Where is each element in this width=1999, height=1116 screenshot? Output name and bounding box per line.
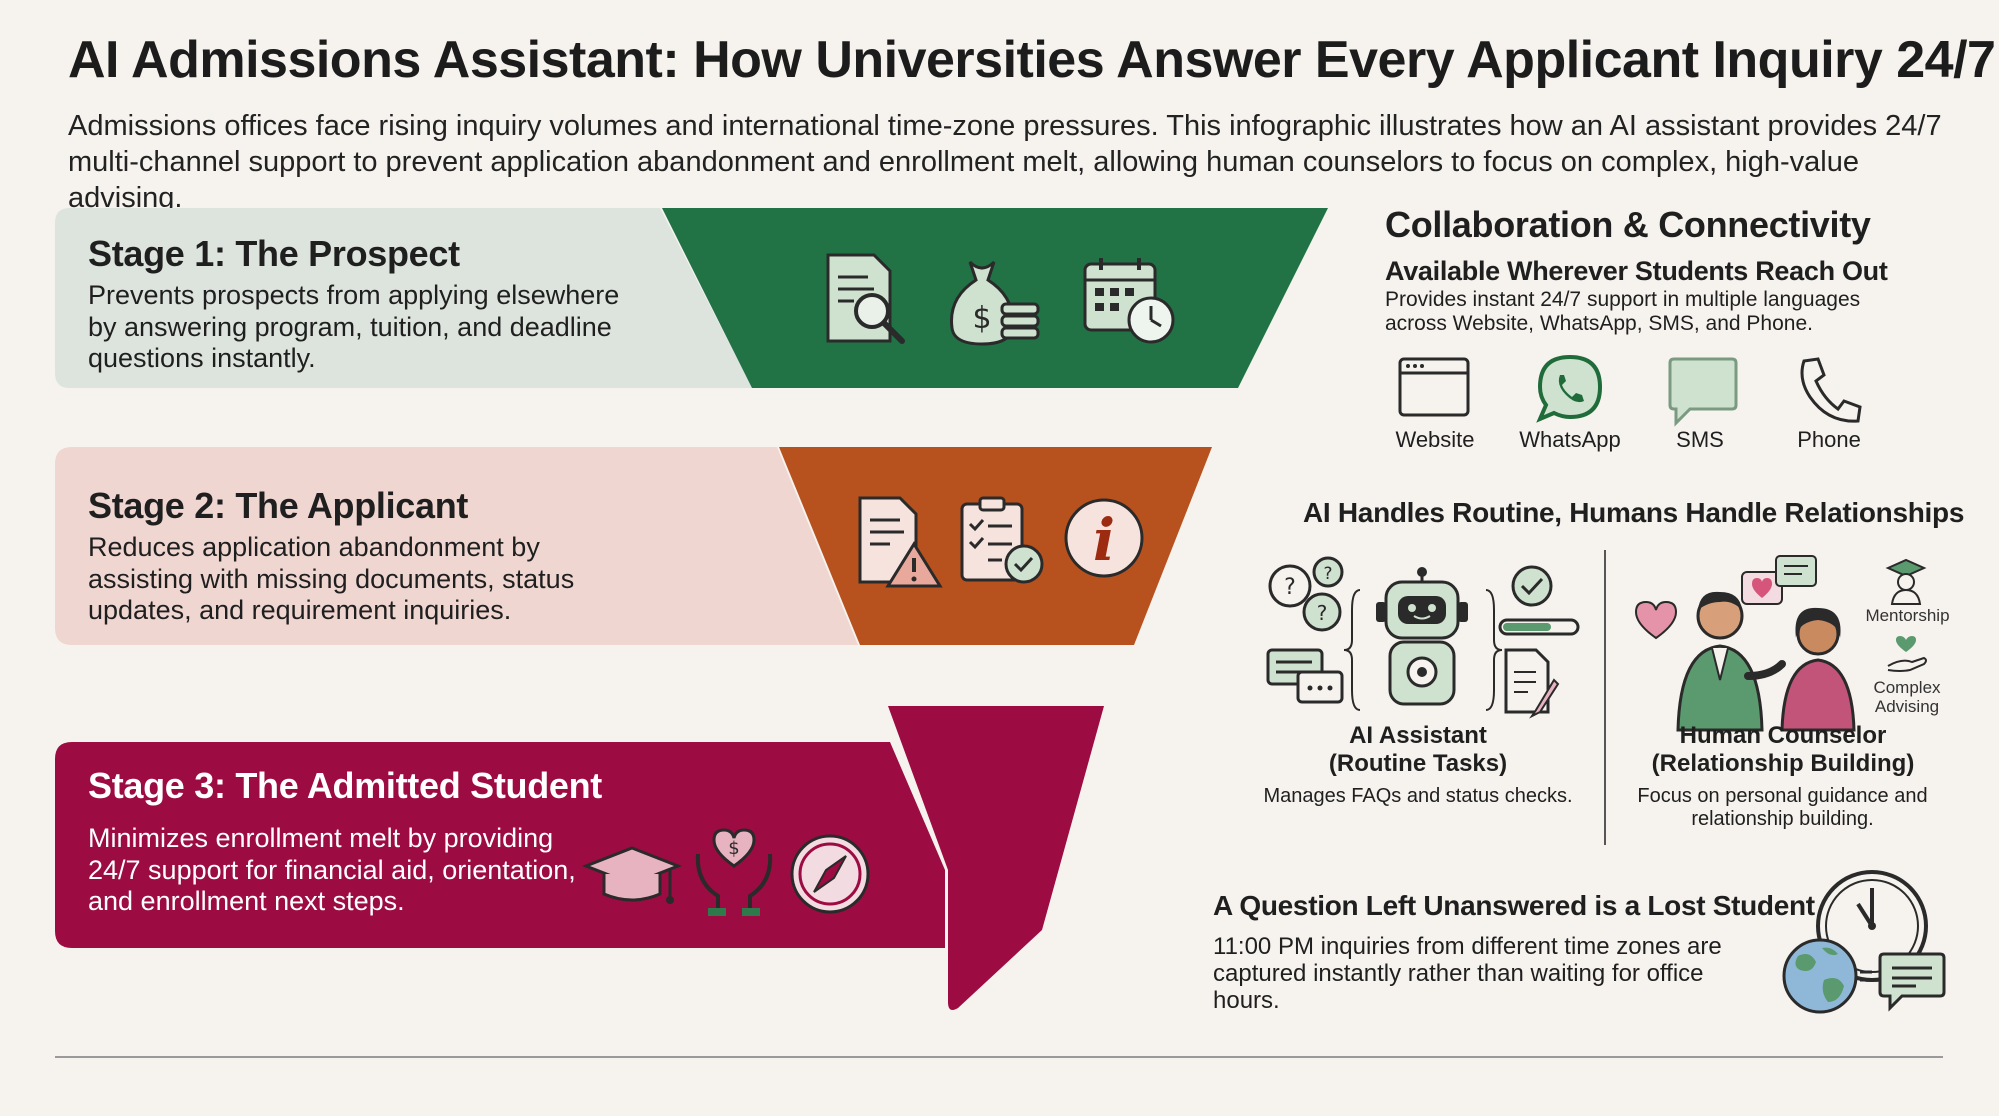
unanswered-description: 11:00 PM inquiries from different time z… — [1213, 933, 1722, 1014]
roles-illustration: ? ? ? — [1266, 550, 1927, 845]
collaboration-subheading: Available Wherever Students Reach Out — [1385, 256, 1888, 286]
unanswered-heading: A Question Left Unanswered is a Lost Stu… — [1213, 890, 1815, 921]
stage2-description: Reduces application abandonment by assis… — [88, 532, 575, 625]
svg-text:?: ? — [1317, 601, 1328, 625]
collaboration-heading: Collaboration & Connectivity — [1385, 204, 1871, 245]
page-title: AI Admissions Assistant: How Universitie… — [68, 31, 1996, 89]
chat-bubble-icon — [1668, 357, 1738, 427]
message-icon — [1878, 952, 1946, 1012]
svg-text:i: i — [1093, 506, 1115, 574]
ai-assistant-description: Manages FAQs and status checks. — [1263, 785, 1573, 807]
svg-text:$: $ — [972, 301, 991, 336]
hands-heart-icon: $ — [695, 828, 773, 916]
student-person-icon — [1780, 607, 1856, 732]
phone-icon — [1800, 357, 1862, 423]
stage3-band — [55, 742, 945, 948]
compass-icon — [790, 834, 870, 914]
stage1-band — [55, 208, 752, 388]
robot-icon — [1376, 567, 1468, 706]
human-counselor-title: Human Counselor (Relationship Building) — [1598, 722, 1968, 778]
stage1-title: Stage 1: The Prospect — [88, 233, 460, 274]
ai-assistant-title: AI Assistant (Routine Tasks) — [1218, 722, 1618, 778]
whatsapp-icon — [1536, 355, 1603, 423]
message-bubbles-icon — [1266, 648, 1344, 704]
speech-lines-icon — [1775, 555, 1817, 587]
document-edit-icon — [1504, 648, 1560, 719]
money-bag-icon: $ — [950, 260, 1040, 346]
time-zone-illustration — [1782, 870, 1946, 1014]
graduation-cap-icon — [581, 846, 683, 904]
checklist-icon — [960, 496, 1044, 584]
channel-label-website: Website — [1395, 427, 1475, 452]
page-subtitle: Admissions offices face rising inquiry v… — [68, 110, 1942, 214]
channel-label-whatsapp: WhatsApp — [1519, 427, 1621, 452]
info-icon: i — [1064, 498, 1144, 578]
hand-heart-icon — [1887, 636, 1927, 672]
stage3-title: Stage 3: The Admitted Student — [88, 765, 602, 806]
complex-advising-tag: Complex Advising — [1873, 678, 1941, 716]
question-bubbles-icon: ? ? ? — [1268, 556, 1344, 632]
mentorship-tag: Mentorship — [1865, 606, 1950, 625]
stage2-title: Stage 2: The Applicant — [88, 485, 469, 526]
roles-heading: AI Handles Routine, Humans Handle Relati… — [1303, 497, 1965, 528]
ai-assistant-title-line2: (Routine Tasks) — [1328, 750, 1508, 777]
calendar-clock-icon — [1083, 258, 1175, 344]
channel-icons — [1398, 355, 1862, 427]
human-counselor-title-line2: (Relationship Building) — [1651, 750, 1915, 777]
human-counselor-title-line1: Human Counselor — [1679, 722, 1887, 749]
stage2-band — [55, 447, 858, 645]
heart-icon — [1634, 600, 1678, 640]
document-warning-icon — [858, 496, 943, 588]
progress-bar-icon — [1498, 618, 1580, 636]
graduate-mentor-icon — [1885, 558, 1927, 605]
document-search-icon — [826, 253, 905, 344]
collaboration-description: Provides instant 24/7 support in multipl… — [1385, 288, 1861, 335]
svg-text:?: ? — [1284, 575, 1296, 600]
svg-text:$: $ — [728, 838, 739, 859]
speech-heart-icon — [1741, 571, 1783, 605]
channel-label-sms: SMS — [1676, 427, 1724, 452]
counselor-person-icon — [1676, 591, 1786, 732]
svg-text:?: ? — [1323, 564, 1332, 584]
channel-label-phone: Phone — [1797, 427, 1861, 452]
check-circle-icon — [1511, 565, 1553, 607]
human-counselor-description: Focus on personal guidance and relations… — [1637, 785, 1928, 830]
browser-window-icon — [1398, 357, 1470, 417]
stage3-description: Minimizes enrollment melt by providing 2… — [88, 823, 576, 916]
stage3-funnel — [888, 706, 1104, 1010]
globe-icon — [1782, 938, 1858, 1014]
stage1-description: Prevents prospects from applying elsewhe… — [88, 280, 620, 373]
bottom-divider — [55, 1056, 1943, 1058]
ai-assistant-title-line1: AI Assistant — [1349, 722, 1487, 749]
